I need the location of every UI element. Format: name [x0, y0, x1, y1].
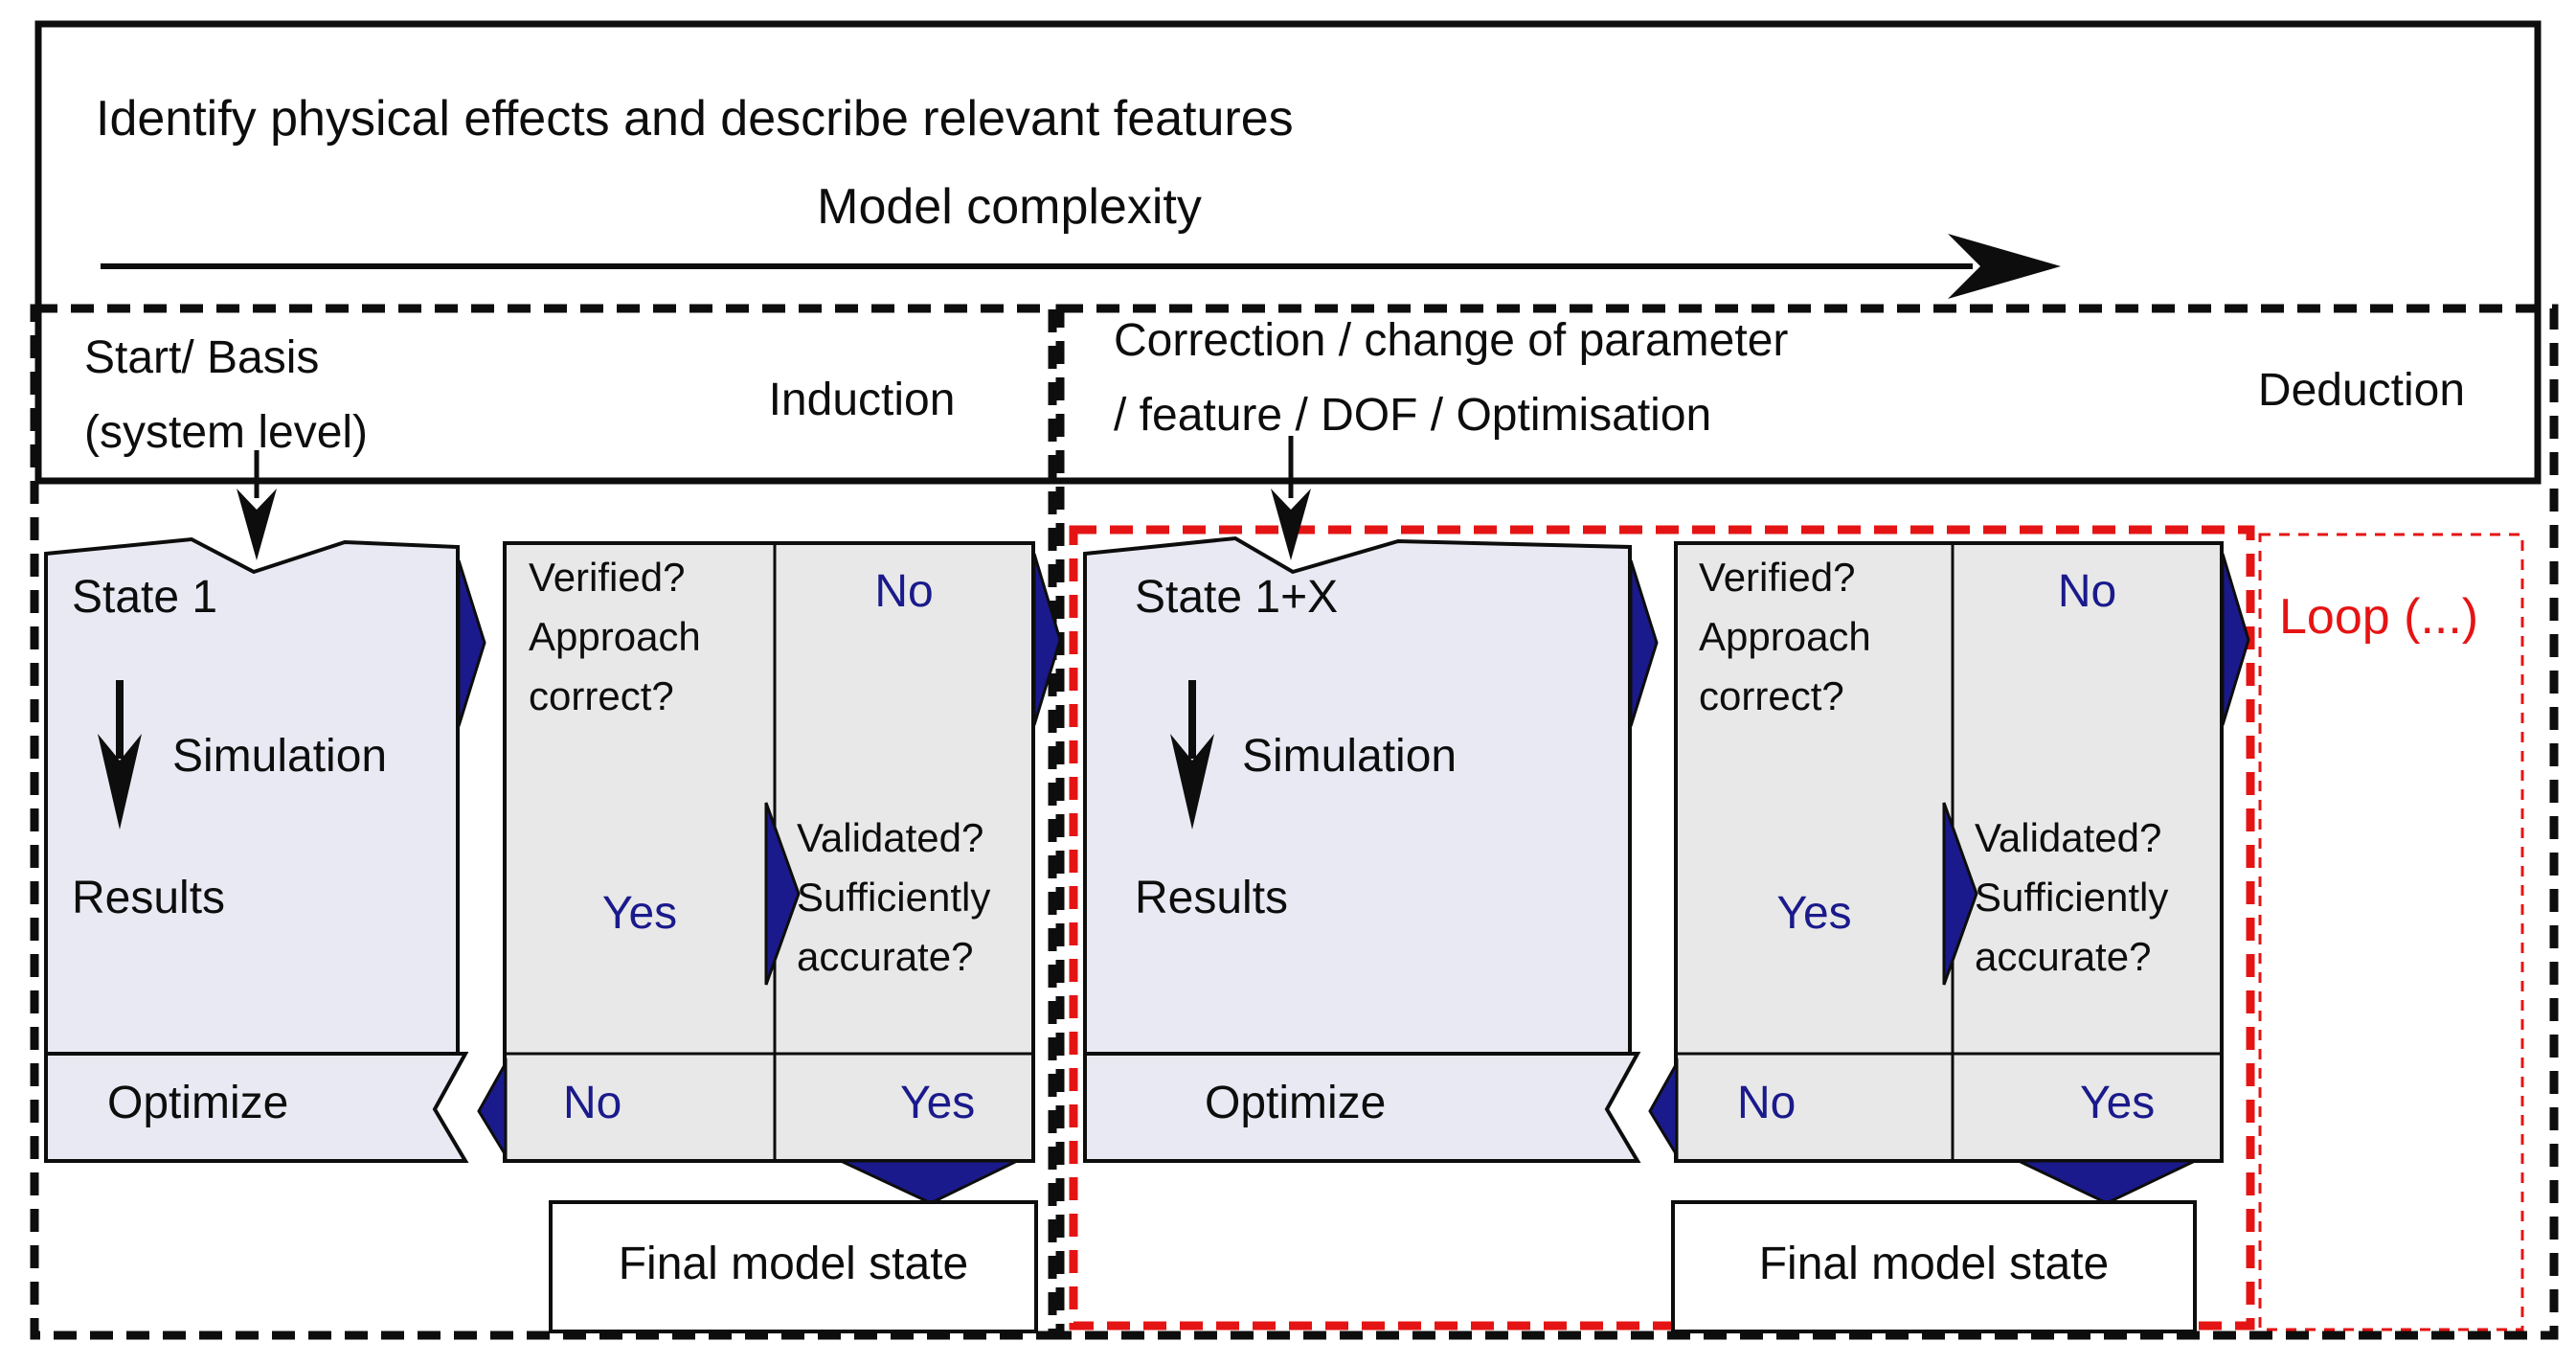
correction-label-line1: Correction / change of parameter — [1114, 315, 1789, 366]
validated-question-line2: Sufficiently — [1975, 875, 2169, 920]
no-back-to-optimize-arrow-icon — [1648, 1058, 1679, 1161]
verified-question-line2: Approach — [529, 614, 701, 659]
state-title: State 1 — [72, 572, 218, 623]
strip-yes-label: Yes — [2080, 1078, 2156, 1128]
final-state-label: Final model state — [1758, 1239, 2110, 1289]
red-iteration-frame — [1069, 525, 2255, 1331]
right-arrow-icon — [1948, 234, 2061, 299]
validated-question-line1: Validated? — [1975, 815, 2162, 860]
simulation-label: Simulation — [172, 731, 388, 782]
strip-no-label: No — [1737, 1078, 1796, 1128]
start-basis-label-line2: (system level) — [84, 407, 369, 458]
no-branch-label: No — [874, 566, 934, 617]
strip-yes-label: Yes — [900, 1078, 976, 1128]
banner-box — [34, 20, 2542, 485]
correction-label-line2: / feature / DOF / Optimisation — [1114, 390, 1712, 441]
optimize-ribbon — [44, 1052, 469, 1163]
no-back-to-optimize-arrow-icon — [477, 1058, 508, 1161]
final-state-label: Final model state — [618, 1239, 969, 1289]
optimize-label: Optimize — [1205, 1078, 1387, 1128]
simulation-down-arrow-icon — [1170, 734, 1214, 830]
start-basis-label-line1: Start/ Basis — [84, 332, 320, 383]
deduction-section-frame — [1055, 304, 2559, 1340]
down-arrow-icon — [237, 489, 277, 560]
state-to-decision-arrow-icon — [457, 559, 486, 727]
validated-question-line3: accurate? — [1975, 934, 2152, 979]
no-exit-arrow-icon — [1032, 553, 1062, 726]
final-state-box — [1671, 1200, 2197, 1333]
down-arrow-icon — [1271, 489, 1311, 560]
loop-box — [2258, 533, 2524, 1331]
strip-no-label: No — [563, 1078, 622, 1128]
validated-question-line2: Sufficiently — [797, 875, 991, 920]
induction-section-frame — [30, 304, 1057, 1340]
no-exit-arrow-icon — [2221, 553, 2250, 726]
verified-question-line1: Verified? — [1699, 555, 1856, 600]
simulation-down-arrow-icon — [98, 734, 142, 830]
verified-question-line2: Approach — [1699, 614, 1871, 659]
state-title: State 1+X — [1135, 572, 1339, 623]
induction-label: Induction — [768, 375, 956, 425]
optimize-ribbon — [1083, 1052, 1641, 1163]
page-title: Identify physical effects and describe r… — [96, 91, 1294, 147]
verified-question-line3: correct? — [529, 673, 674, 718]
final-state-box — [549, 1200, 1038, 1333]
model-complexity-label: Model complexity — [817, 179, 1202, 235]
yes-to-validated-arrow-icon — [764, 802, 801, 986]
loop-label: Loop (...) — [2279, 589, 2479, 645]
validated-question-line1: Validated? — [797, 815, 984, 860]
validated-question-line3: accurate? — [797, 934, 974, 979]
results-label: Results — [1135, 873, 1289, 923]
yes-down-arrow-icon — [840, 1159, 1018, 1205]
optimize-label: Optimize — [107, 1078, 289, 1128]
yes-down-arrow-icon — [2018, 1159, 2196, 1205]
verified-question-line3: correct? — [1699, 673, 1844, 718]
state-to-decision-arrow-icon — [1629, 559, 1659, 727]
yes-branch-label: Yes — [601, 888, 678, 939]
deduction-label: Deduction — [2257, 365, 2466, 416]
simulation-label: Simulation — [1242, 731, 1457, 782]
results-label: Results — [72, 873, 226, 923]
yes-to-validated-arrow-icon — [1942, 802, 1978, 986]
no-branch-label: No — [2057, 566, 2117, 617]
yes-branch-label: Yes — [1776, 888, 1852, 939]
verified-question-line1: Verified? — [529, 555, 686, 600]
